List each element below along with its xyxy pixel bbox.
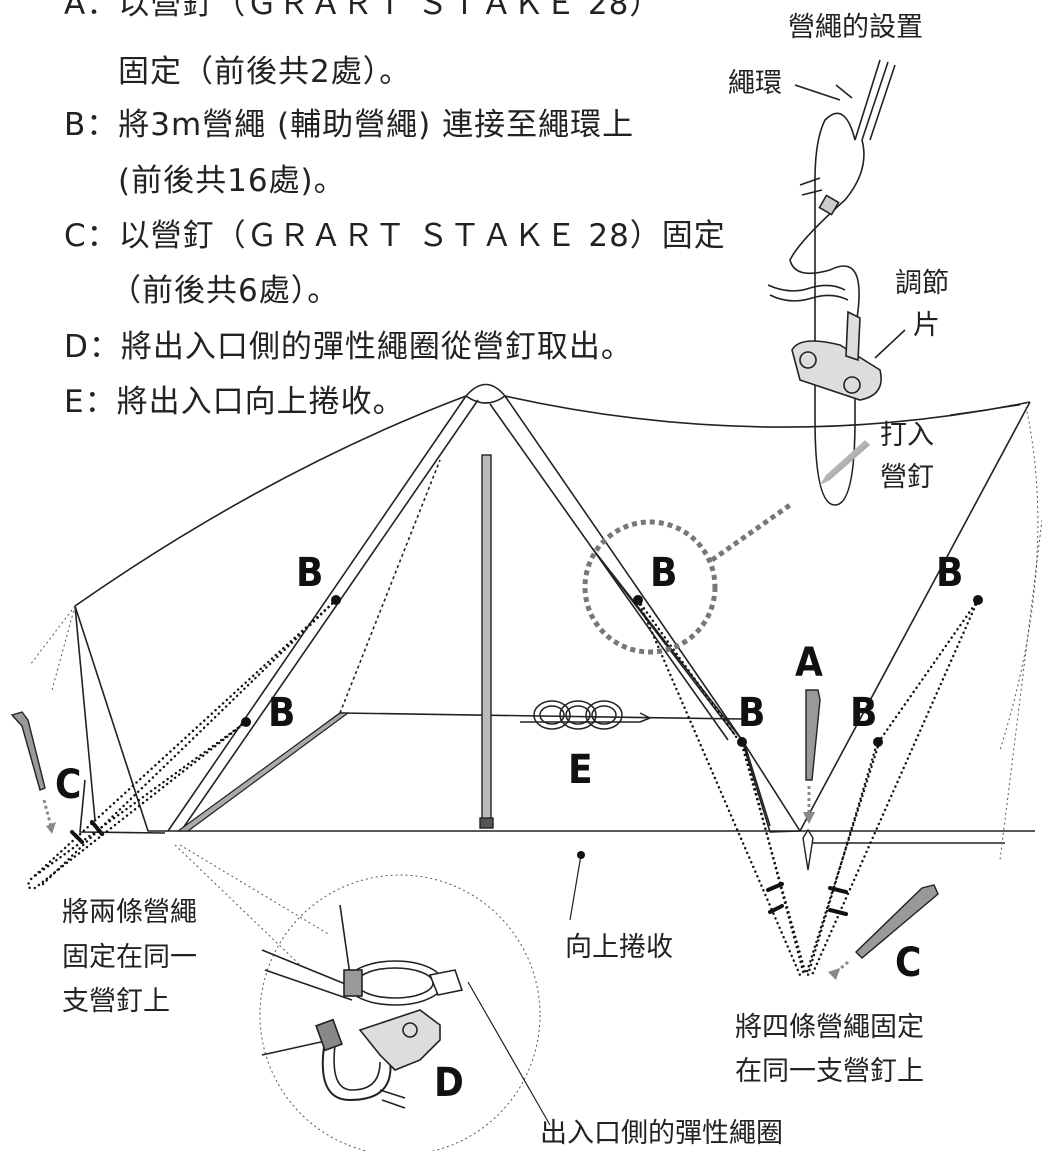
step-d-line1: D：將出入口側的彈性繩圈從營釘取出。 [64, 329, 633, 365]
inset-stake-arrow [820, 440, 870, 485]
inset-title: 營繩的設置 [788, 12, 923, 43]
left-side-panel [74, 605, 168, 832]
marker-b-center: B [650, 550, 678, 596]
marker-c-left: C [55, 762, 82, 808]
magnify-circle [582, 519, 718, 655]
marker-c-right: C [895, 940, 922, 986]
stake-label-1: 打入 [880, 420, 934, 451]
marker-b-door-left: B [738, 690, 766, 736]
loop-label: 繩環 [728, 68, 782, 99]
note-roll-up: 向上捲收 [565, 932, 673, 963]
note-elastic-loop: 出入口側的彈性繩圈 [540, 1118, 783, 1149]
step-a-line1: A：以營釘（ＧＲＡＲＴ ＳＴＡＫＥ 28） [64, 0, 662, 22]
right-roof-edge [504, 395, 1031, 428]
marker-e: E [568, 747, 593, 793]
adjuster-label-2: 片 [913, 310, 940, 341]
step-b-line1: B：將3m營繩 (輔助營繩) 連接至繩環上 [64, 107, 635, 143]
guyline-inset [767, 59, 1021, 506]
guy-points [241, 595, 983, 859]
note-four-lines-2: 在同一支營釘上 [735, 1056, 924, 1087]
step-b-line2: (前後共16處)。 [118, 163, 346, 199]
marker-a: A [795, 640, 823, 686]
note-two-lines-3: 支營釘上 [62, 986, 170, 1017]
step-a-line2: 固定（前後共2處）。 [118, 54, 412, 90]
gray-bands [176, 712, 350, 832]
right-side-edge [799, 401, 1031, 832]
adjuster-label-1: 調節 [895, 268, 949, 299]
step-e-line1: E：將出入口向上捲收。 [64, 384, 405, 420]
rolled-door [520, 700, 652, 730]
stake-label-2: 營釘 [880, 462, 934, 493]
marker-b-right-upper: B [936, 550, 964, 596]
elastic-detail [259, 874, 551, 1151]
marker-b-left-upper: B [296, 550, 324, 596]
note-two-lines-1: 將兩條營繩 [62, 897, 197, 928]
step-c-line1: C：以營釘（ＧＲＡＲＴ ＳＴＡＫＥ 28）固定 [64, 218, 726, 254]
door-panel [591, 547, 801, 833]
apex-cap [465, 383, 506, 404]
front-ridge-right [504, 395, 801, 832]
stake-c-right [855, 884, 939, 959]
note-two-lines-2: 固定在同一 [62, 942, 197, 973]
stake-a [805, 689, 821, 781]
note-four-lines-1: 將四條營繩固定 [735, 1012, 924, 1043]
marker-b-left-lower: B [268, 690, 296, 736]
center-pole [479, 454, 494, 829]
step-c-line2: （前後共6處）。 [110, 273, 340, 309]
marker-b-door-right: B [850, 690, 878, 736]
tent-body [74, 383, 1035, 844]
stake-c-left [10, 711, 46, 791]
front-ridge-left [167, 395, 467, 832]
marker-d: D [434, 1060, 464, 1106]
left-roof-edge [74, 395, 467, 607]
floor-back [339, 712, 743, 720]
